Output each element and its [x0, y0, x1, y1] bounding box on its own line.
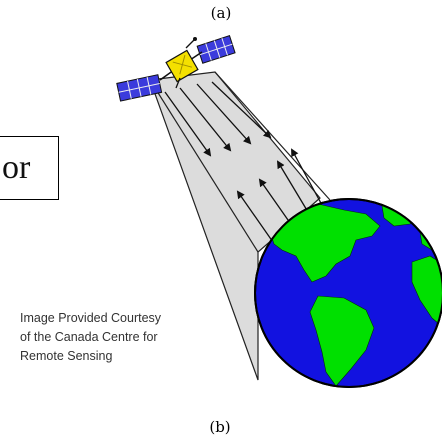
north-america-landmass: [269, 203, 381, 283]
earth-globe-icon: [254, 198, 442, 388]
satellite-icon: [116, 35, 236, 102]
arrow-down-4: [211, 81, 272, 139]
arrow-down-3: [196, 83, 252, 145]
south-america-landmass: [309, 295, 375, 387]
satellite-body-icon: [165, 49, 199, 83]
courtesy-line-1: Image Provided Courtesy: [20, 311, 162, 325]
solar-panel-left-icon: [116, 74, 163, 102]
courtesy-caption: Image Provided Courtesy of the Canada Ce…: [20, 309, 220, 366]
panel-label-a: (a): [210, 4, 232, 22]
arrow-down-2: [179, 87, 232, 152]
courtesy-line-3: Remote Sensing: [20, 349, 113, 363]
beam-edge-right: [214, 71, 331, 201]
courtesy-line-2: of the Canada Centre for: [20, 330, 158, 344]
beam-edge-left: [149, 79, 259, 253]
arrow-up-4: [291, 148, 323, 206]
boxed-text-fragment: or: [0, 136, 59, 200]
solar-panel-right-icon: [196, 35, 236, 64]
arrow-down-1: [164, 91, 212, 157]
panel-label-b: (b): [209, 418, 231, 436]
